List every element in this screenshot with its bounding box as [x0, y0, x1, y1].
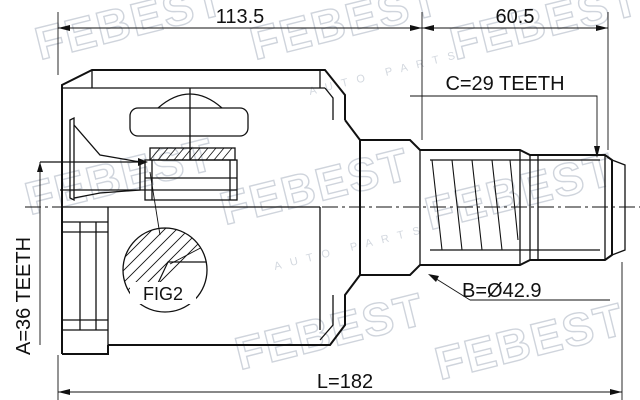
outer-teeth-label: C=29 TEETH: [445, 73, 564, 95]
watermark-brand: FEBEST: [230, 282, 430, 379]
housing-length-label: 113.5: [216, 6, 265, 28]
fig2-label: FIG2: [143, 284, 183, 304]
outer-teeth-callout: C=29 TEETH: [410, 73, 600, 158]
watermark-sub: AUTO PARTS: [308, 48, 465, 98]
tripod-assembly: [40, 88, 249, 236]
inner-teeth-callout: A=36 TEETH: [13, 162, 43, 355]
watermark-brand: FEBEST: [445, 0, 640, 70]
watermark-brand: FEBEST: [30, 0, 230, 70]
watermark-brand: FEBEST: [215, 137, 415, 234]
watermark-brand: FEBEST: [430, 292, 630, 389]
spline-length-label: 60.5: [496, 6, 535, 28]
dimension-spline-length: 60.5: [422, 6, 609, 150]
dimension-housing-length: 113.5: [57, 6, 423, 140]
housing: [61, 69, 361, 355]
shaft-diameter-label: B=Ø42.9: [462, 280, 542, 302]
shaft-diameter-callout: B=Ø42.9: [428, 274, 610, 302]
watermark-group: FEBEST FEBEST FEBEST FEBEST FEBEST FEBES…: [19, 0, 640, 390]
watermark-sub: AUTO PARTS: [273, 223, 430, 273]
total-length-label: L=182: [317, 371, 373, 393]
inner-teeth-label: A=36 TEETH: [13, 237, 35, 355]
fig2-detail: FIG2: [122, 227, 208, 313]
dimension-total-length: L=182: [57, 262, 623, 400]
spline-shaft: [360, 139, 626, 276]
